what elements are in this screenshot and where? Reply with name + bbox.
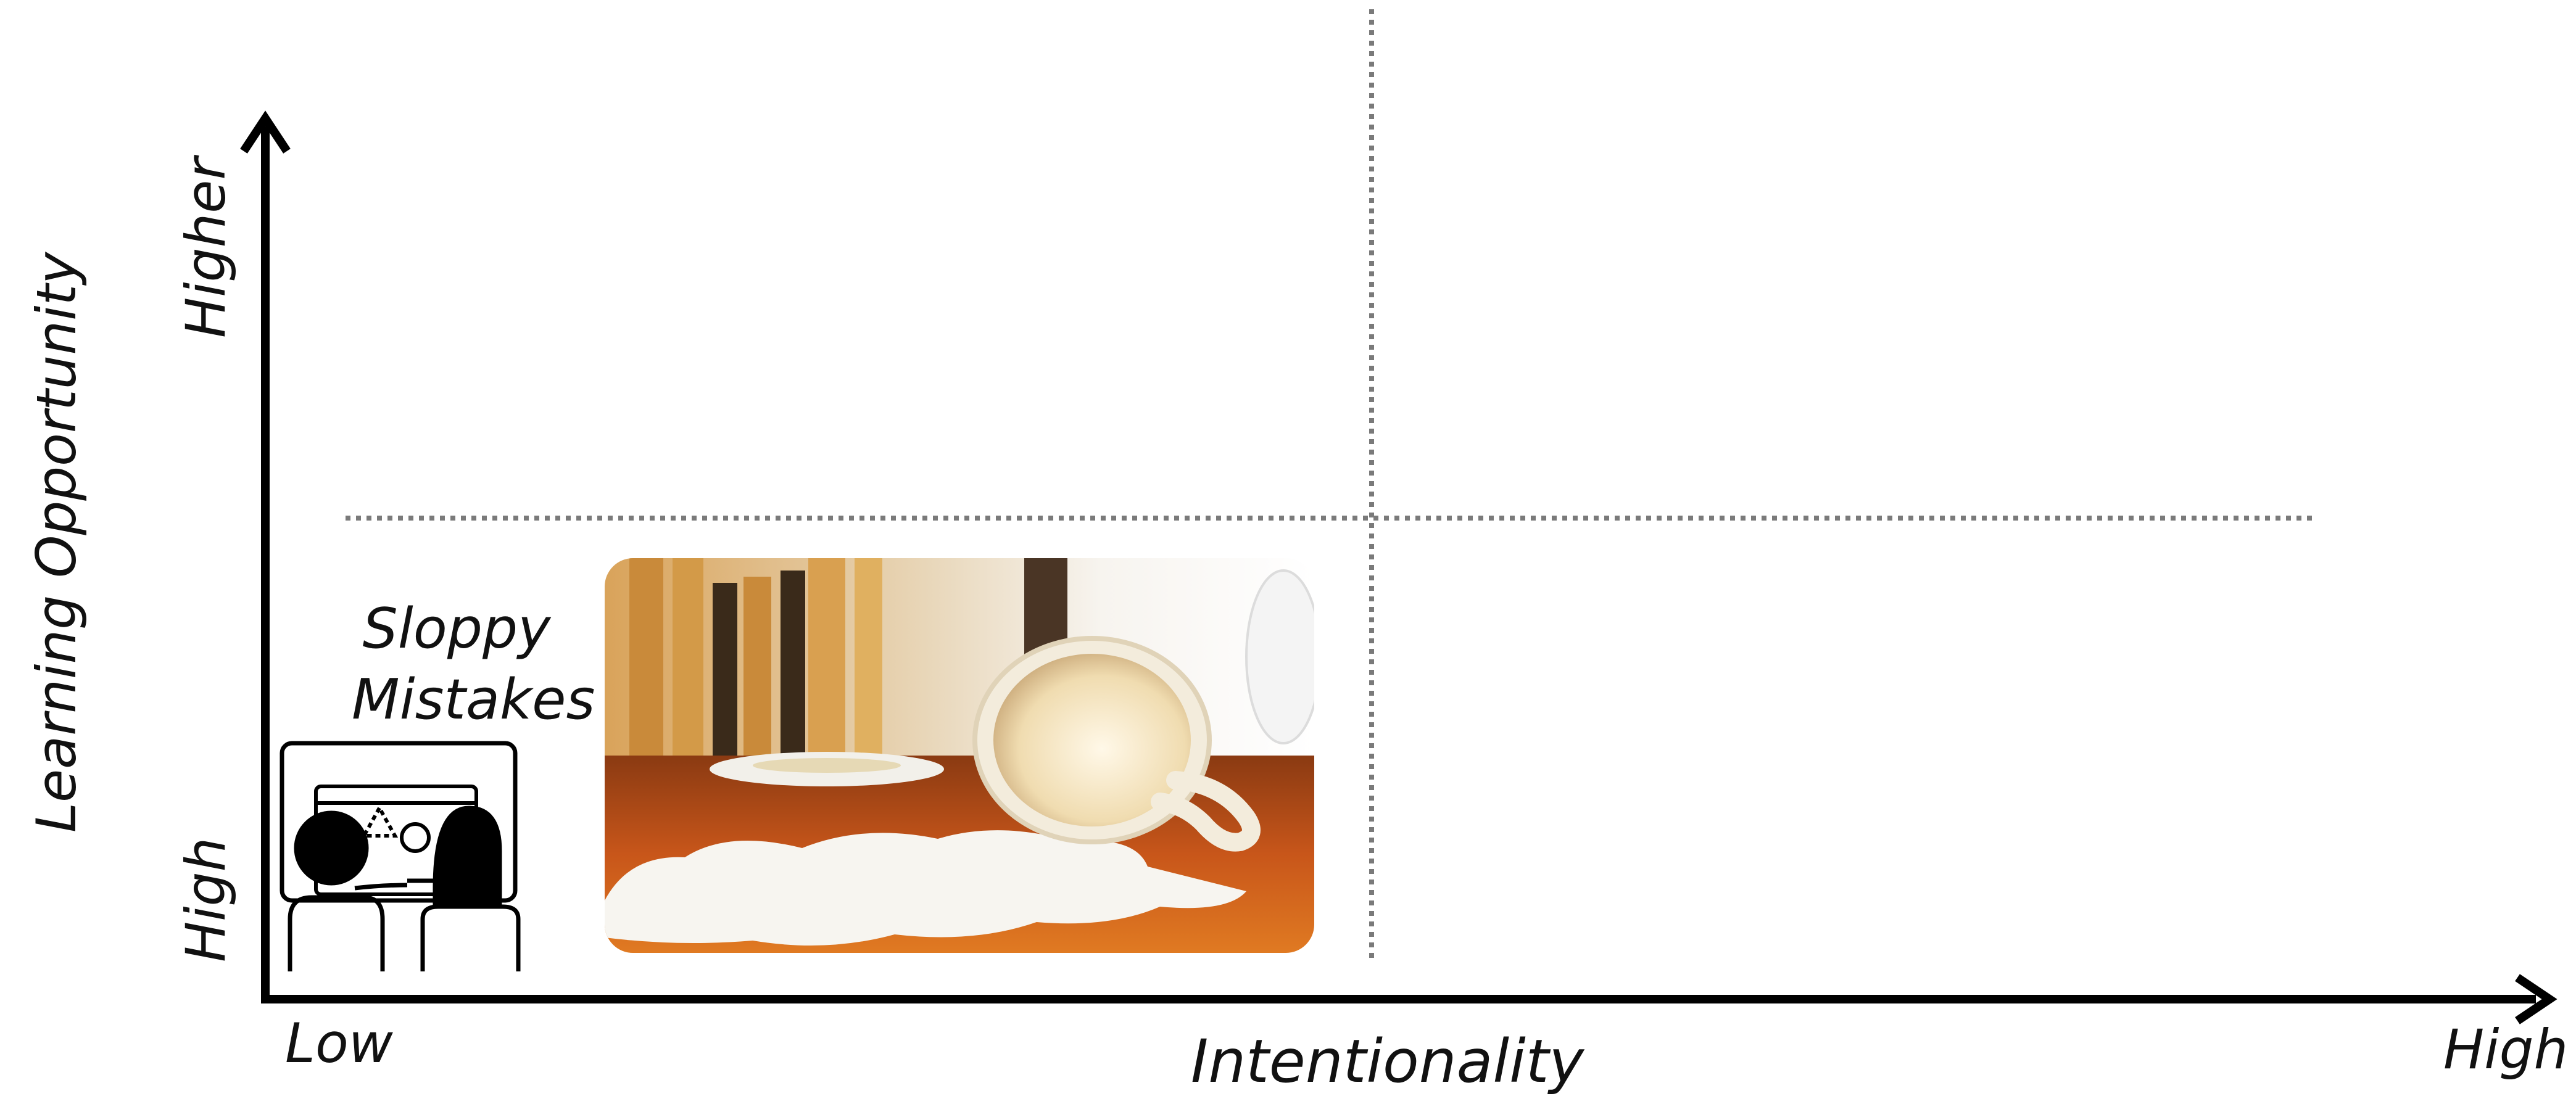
x-axis-high-label: High: [2443, 1018, 2569, 1081]
children-at-whiteboard-icon: [280, 741, 521, 971]
spilled-coffee-cup-photo: [605, 558, 1314, 953]
x-axis-low-label: Low: [285, 1012, 393, 1075]
quadrant-label-sloppy-mistakes: Sloppy Mistakes: [352, 596, 595, 732]
y-axis-arrowhead: [240, 110, 291, 154]
x-axis-title: Intentionality: [1191, 1027, 1584, 1096]
photo-art: [605, 558, 1314, 953]
x-axis-arrowhead: [2515, 974, 2557, 1024]
y-axis-title: Learning Opportunity: [25, 252, 88, 833]
y-axis-low-label: High: [174, 837, 238, 962]
y-axis-high-label: Higher: [174, 157, 238, 338]
